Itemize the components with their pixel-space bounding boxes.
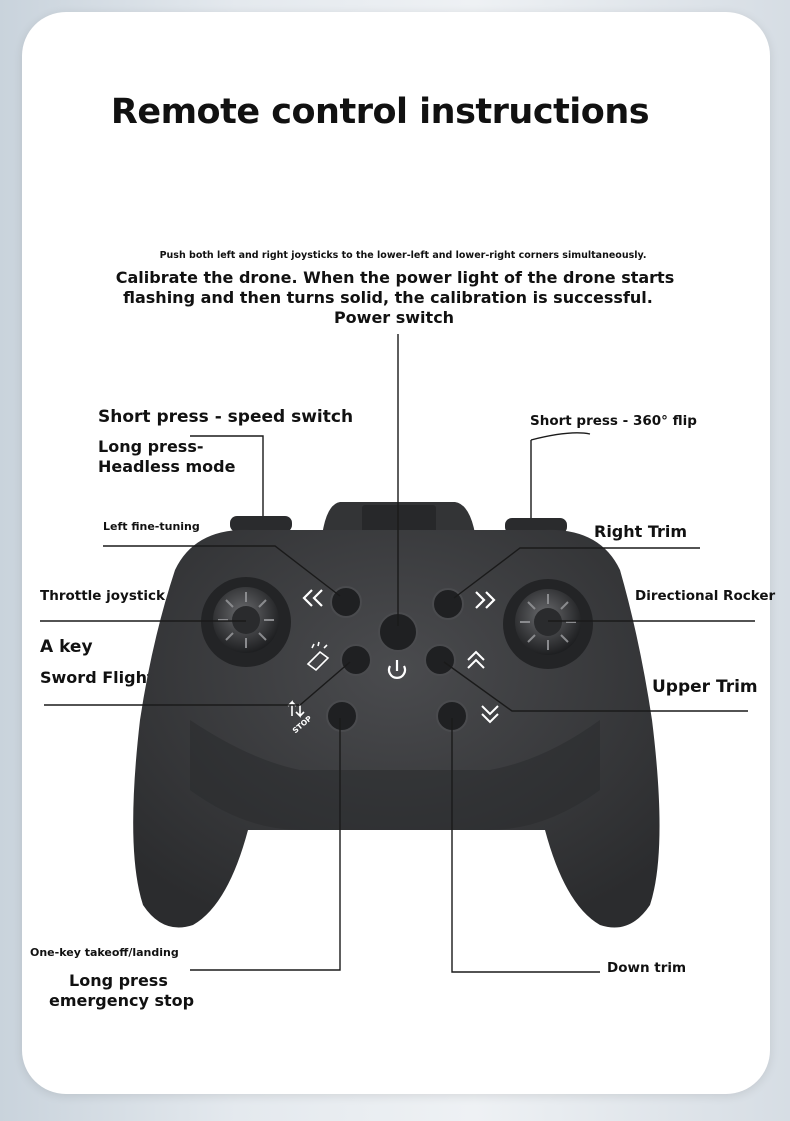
leader-left-fine-tuning bbox=[103, 545, 341, 597]
double-chevron-right-icon bbox=[475, 591, 496, 609]
page-title: Remote control instructions bbox=[110, 92, 650, 132]
down-trim-label: Down trim bbox=[607, 960, 687, 976]
a-key-label: A key bbox=[40, 637, 93, 657]
left-fine-tuning-button[interactable] bbox=[330, 586, 362, 618]
throttle-joystick-label: Throttle joystick bbox=[40, 588, 165, 604]
double-chevron-left-icon bbox=[302, 589, 323, 607]
upper-trim-label: Upper Trim bbox=[652, 677, 758, 697]
right-trim-label: Right Trim bbox=[594, 522, 688, 541]
long-press-label: Long press- bbox=[98, 437, 204, 456]
leader-upper-trim bbox=[443, 661, 748, 712]
speed-switch-label: Short press - speed switch bbox=[98, 407, 354, 427]
calibration-line-1: Calibrate the drone. When the power ligh… bbox=[115, 268, 675, 287]
sword-flight-label: Sword Flight bbox=[40, 668, 155, 687]
leader-takeoff bbox=[190, 718, 341, 971]
headless-mode-label: Headless mode bbox=[98, 457, 236, 476]
directional-rocker-grip bbox=[520, 594, 576, 650]
flip-label: Short press - 360° flip bbox=[530, 413, 697, 429]
right-trim-button[interactable] bbox=[432, 588, 464, 620]
leader-speed-switch bbox=[190, 435, 264, 516]
left-shoulder-button[interactable] bbox=[230, 516, 292, 532]
one-key-takeoff-label: One-key takeoff/landing bbox=[30, 946, 179, 959]
chevron-down-icon bbox=[481, 705, 499, 724]
takeoff-landing-button[interactable] bbox=[326, 700, 358, 732]
throttle-joystick-cap bbox=[232, 606, 260, 634]
power-switch-label: Power switch bbox=[333, 308, 455, 327]
leader-flip-top bbox=[530, 432, 591, 441]
left-fine-tuning-label: Left fine-tuning bbox=[103, 520, 200, 533]
a-key-button[interactable] bbox=[340, 644, 372, 676]
calibration-line-2: flashing and then turns solid, the calib… bbox=[123, 288, 653, 307]
upper-trim-button[interactable] bbox=[424, 644, 456, 676]
chevron-up-icon bbox=[467, 650, 485, 669]
throttle-joystick-grip bbox=[218, 592, 274, 648]
sword-flight-icon bbox=[306, 641, 330, 672]
emergency-stop-label: emergency stop bbox=[49, 991, 195, 1010]
leader-right-trim bbox=[453, 547, 700, 599]
long-press-stop-label: Long press bbox=[69, 971, 168, 990]
calibration-instruction: Push both left and right joysticks to th… bbox=[159, 250, 647, 261]
leader-down-trim bbox=[451, 718, 600, 973]
directional-rocker-label: Directional Rocker bbox=[635, 588, 776, 604]
controller-body bbox=[133, 529, 660, 928]
power-icon bbox=[387, 660, 407, 679]
controller-body-shade bbox=[190, 720, 600, 830]
leader-sword-flight bbox=[44, 661, 351, 706]
directional-rocker-cap bbox=[534, 608, 562, 636]
